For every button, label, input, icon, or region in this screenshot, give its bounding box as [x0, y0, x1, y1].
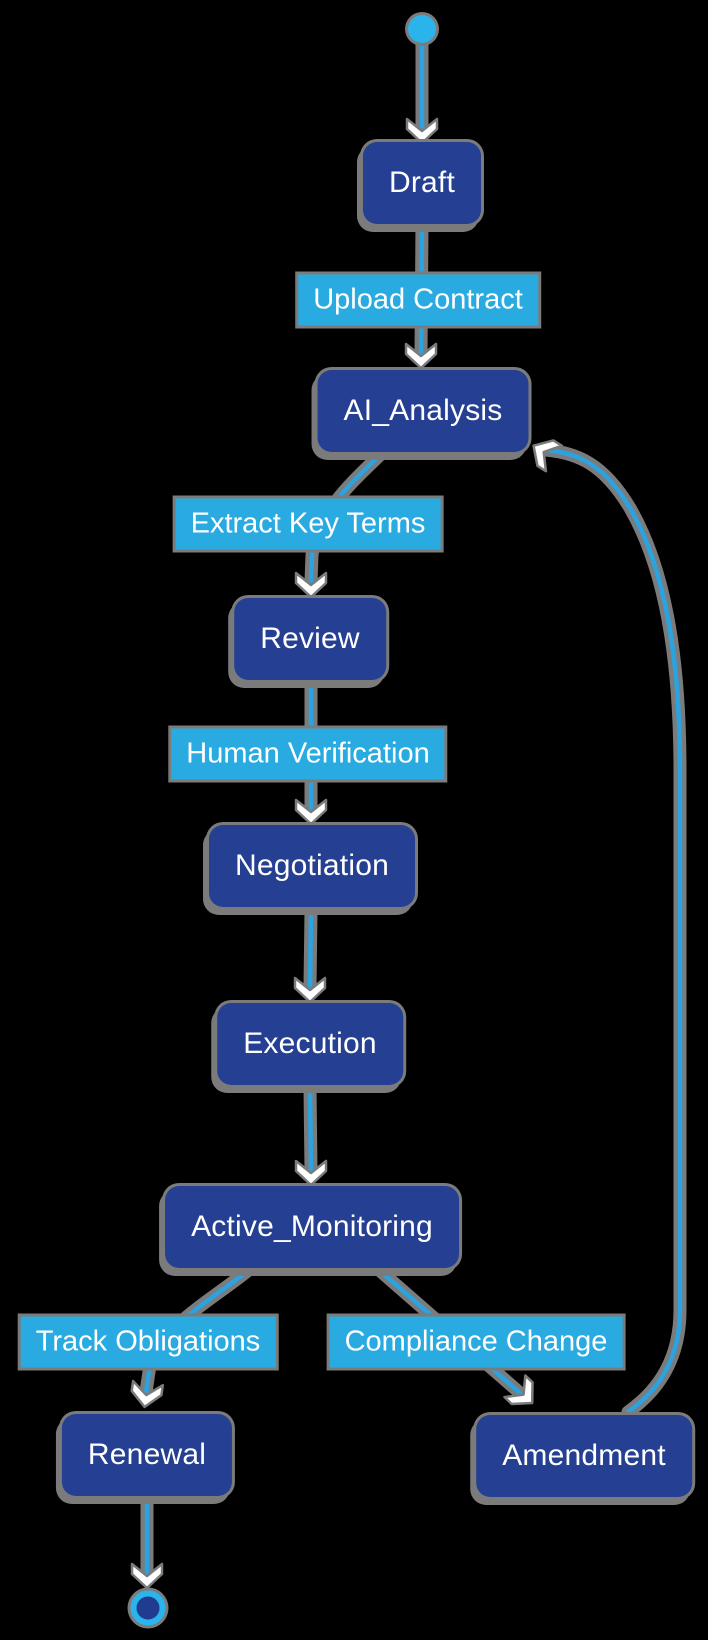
- state-node-review: Review: [234, 598, 386, 680]
- arrowhead-execution: [293, 976, 327, 1004]
- edge-negotiation-to-execution: [293, 904, 327, 1004]
- arrowhead-negotiation: [294, 798, 328, 826]
- state-node-renewal: Renewal: [61, 1414, 233, 1496]
- edge-label-upload-contract: Upload Contract: [298, 274, 538, 326]
- edge-label-extract-key-terms: Extract Key Terms: [175, 498, 441, 550]
- edge-amendment-to-ai-analysis: [532, 439, 687, 1419]
- arrowhead-ai-analysis-loop: [532, 439, 564, 473]
- arrowhead-renewal: [130, 1379, 165, 1409]
- arrowhead-draft: [405, 117, 439, 145]
- initial-state-node: [408, 15, 436, 43]
- edge-execution-to-active-monitoring: [294, 1080, 328, 1187]
- edge-label-compliance-change: Compliance Change: [329, 1316, 623, 1368]
- arrowhead-review: [294, 571, 328, 599]
- arrowhead-active-monitoring: [294, 1159, 328, 1187]
- state-node-negotiation: Negotiation: [209, 825, 415, 907]
- edge-start-to-draft: [405, 38, 439, 145]
- arrowhead-end: [130, 1562, 164, 1590]
- state-node-amendment: Amendment: [476, 1415, 692, 1497]
- arrowhead-ai-analysis: [404, 342, 438, 370]
- edge-label-track-obligations: Track Obligations: [20, 1316, 276, 1368]
- state-node-ai-analysis: AI_Analysis: [317, 370, 529, 452]
- state-node-draft: Draft: [362, 142, 482, 224]
- final-state-node: [130, 1590, 166, 1626]
- arrowhead-amendment: [503, 1374, 534, 1406]
- state-node-active-monitoring: Active_Monitoring: [165, 1186, 459, 1268]
- state-node-execution: Execution: [217, 1003, 403, 1085]
- edge-renewal-to-end: [130, 1492, 164, 1590]
- edge-label-human-verification: Human Verification: [171, 728, 445, 780]
